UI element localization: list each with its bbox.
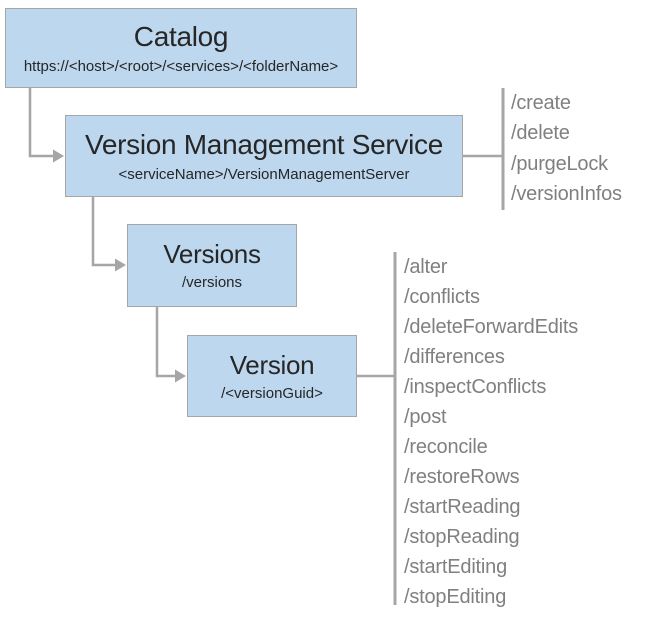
node-subtitle: https://<host>/<root>/<services>/<folder… (23, 57, 339, 75)
operation-item: /restoreRows (404, 466, 520, 488)
operation-item: /post (404, 406, 447, 428)
node-versions: Versions /versions (127, 224, 297, 307)
operations-list-version: /alter /conflicts /deleteForwardEdits /d… (404, 252, 578, 612)
node-subtitle: /<versionGuid> (221, 384, 323, 402)
operation-item: /alter (404, 256, 448, 278)
operation-item: /inspectConflicts (404, 376, 547, 398)
node-version-management-service: Version Management Service <serviceName>… (65, 115, 463, 197)
node-subtitle: <serviceName>/VersionManagementServer (118, 165, 410, 183)
operation-item: /startReading (404, 496, 521, 518)
operation-item: /purgeLock (511, 152, 608, 175)
node-title: Version (229, 349, 315, 380)
node-catalog: Catalog https://<host>/<root>/<services>… (5, 8, 357, 88)
operation-item: /delete (511, 122, 570, 145)
arrow-right-icon (175, 369, 186, 383)
node-title: Version Management Service (85, 128, 443, 160)
operations-list-vms: /create /delete /purgeLock /versionInfos (511, 88, 622, 210)
operation-item: /stopEditing (404, 586, 507, 608)
operations-bracket-line-vms (501, 88, 505, 210)
connector-vms-to-versions (91, 197, 115, 267)
operation-item: /versionInfos (511, 183, 622, 206)
arrow-right-icon (115, 258, 126, 272)
connector-catalog-to-vms (28, 88, 53, 158)
connector-versions-to-version (155, 307, 175, 378)
node-title: Versions (163, 239, 261, 269)
node-title: Catalog (133, 20, 229, 52)
node-version: Version /<versionGuid> (187, 335, 357, 417)
operation-item: /deleteForwardEdits (404, 316, 579, 338)
operations-bracket-line-version (393, 252, 397, 605)
operation-item: /startEditing (404, 556, 508, 578)
operation-item: /conflicts (404, 286, 480, 308)
arrow-right-icon (53, 149, 64, 163)
operation-item: /create (511, 92, 571, 114)
operation-item: /reconcile (404, 436, 488, 458)
operation-item: /stopReading (404, 526, 520, 548)
operation-item: /differences (404, 346, 505, 368)
node-subtitle: /versions (181, 274, 243, 291)
